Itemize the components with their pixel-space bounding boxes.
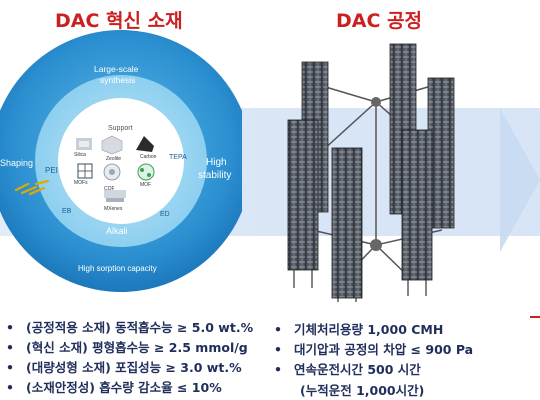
tower-front-center: [331, 147, 363, 299]
tower-hub-top: [371, 97, 381, 107]
list-item: •대기압과 공정의 차압 ≤ 900 Pa: [274, 342, 474, 357]
tower-legs: [293, 270, 427, 302]
core-item-mof: MOF: [140, 182, 152, 188]
outer-top-label-2: synthesis: [100, 75, 136, 85]
amine-label: Amine: [104, 99, 133, 110]
list-item: •(소재안정성) 흡수량 감소율 ≤ 10%: [6, 380, 222, 395]
core-item-mxenes: MXenes: [104, 206, 123, 212]
arrow-head-shape: [500, 108, 540, 252]
core-item-mofs: MOFs: [74, 180, 88, 186]
outer-left-label: Shaping: [0, 158, 34, 168]
core-item-cof: COF: [104, 186, 115, 192]
mof-icon: [137, 163, 155, 181]
edge-fragment: [530, 316, 540, 318]
pei-label: PEI: [45, 166, 58, 175]
mofs-icon: [77, 163, 93, 179]
tepa-label: TEPA: [169, 154, 187, 161]
list-item: •(대량성형 소재) 포집성능 ≥ 3.0 wt.%: [6, 360, 242, 375]
core-item-silica: Silica: [74, 152, 86, 158]
list-item: •기체처리용량 1,000 CMH: [274, 322, 444, 337]
tower-front-right: [401, 129, 433, 281]
core-item-carbon: Carbon: [140, 154, 157, 160]
list-item: •(공정적용 소재) 동적흡수능 ≥ 5.0 wt.%: [6, 320, 254, 335]
outer-bottom-label: High sorption capacity: [78, 264, 157, 273]
eb-label: EB: [62, 208, 72, 215]
tower-front-left: [287, 119, 319, 271]
material-target-list: •(공정적용 소재) 동적흡수능 ≥ 5.0 wt.% •(혁신 소재) 평형흡…: [2, 318, 253, 398]
support-material-icons: [76, 135, 155, 202]
outer-right-label: High: [206, 157, 227, 168]
process-continuation-note: (누적운전 1,000시간): [300, 383, 425, 398]
material-circle-diagram: [0, 30, 242, 292]
list-item: •연속운전시간 500 시간: [274, 362, 421, 377]
core-item-zeolite: Zeolite: [106, 156, 122, 162]
right-title: DAC 공정: [336, 10, 422, 32]
core-circle: [58, 98, 184, 224]
list-item: •(혁신 소재) 평형흡수능 ≥ 2.5 mmol/g: [6, 340, 248, 355]
outer-top-label: Large-scale: [94, 64, 139, 74]
outer-right-label-2: stability: [198, 170, 232, 181]
ed-label: ED: [160, 211, 170, 218]
zeolite-icon: [101, 135, 123, 155]
mxenes-icon: [104, 190, 126, 202]
process-target-list: •기체처리용량 1,000 CMH •대기압과 공정의 차압 ≤ 900 Pa …: [270, 320, 473, 380]
left-title: DAC 혁신 소재: [55, 10, 183, 32]
alkali-label: Alkali: [106, 226, 128, 236]
carbon-icon: [136, 136, 154, 152]
dac-tower-illustration: [287, 43, 455, 302]
pellet-icon: [14, 179, 50, 196]
silica-icon: [76, 138, 92, 150]
cof-icon: [103, 163, 121, 181]
tower-hub-bottom: [370, 239, 382, 251]
support-label: Support: [108, 125, 133, 132]
